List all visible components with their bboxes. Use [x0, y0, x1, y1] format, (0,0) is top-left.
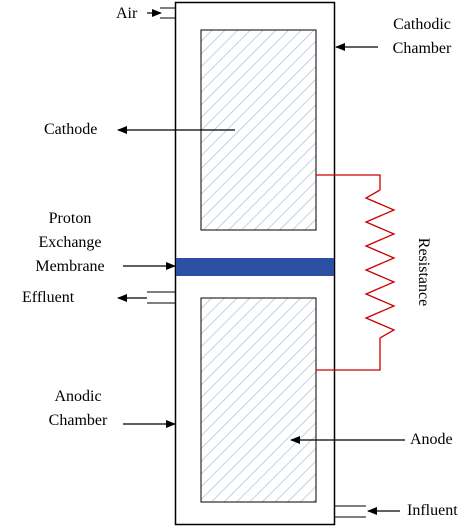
pem-label: Proton Exchange Membrane [18, 207, 122, 279]
anode-electrode [200, 297, 317, 503]
air-inlet-port [160, 7, 176, 19]
effluent-label: Effluent [22, 289, 75, 306]
anodic-chamber-line-2: Chamber [48, 412, 108, 429]
effluent-outlet-port [147, 291, 176, 304]
influent-inlet-port [334, 505, 366, 518]
anodic-chamber-line-1: Anodic [54, 388, 102, 405]
resistor-icon [316, 174, 396, 371]
influent-label: Influent [407, 502, 458, 519]
resistance-label: Resistance [415, 237, 432, 307]
pem-line-2: Exchange [38, 234, 102, 251]
anodic-chamber-label: Anodic Chamber [38, 385, 118, 433]
cathode-label: Cathode [44, 121, 98, 138]
cathodic-chamber-line-2: Chamber [392, 40, 452, 57]
anode-label: Anode [410, 431, 453, 448]
pem-line-1: Proton [48, 210, 92, 227]
air-label: Air [116, 5, 138, 22]
pem-line-3: Membrane [35, 258, 105, 275]
cathodic-chamber-label: Cathodic Chamber [382, 13, 462, 61]
cathodic-chamber-line-1: Cathodic [393, 16, 451, 33]
proton-exchange-membrane [176, 258, 334, 276]
